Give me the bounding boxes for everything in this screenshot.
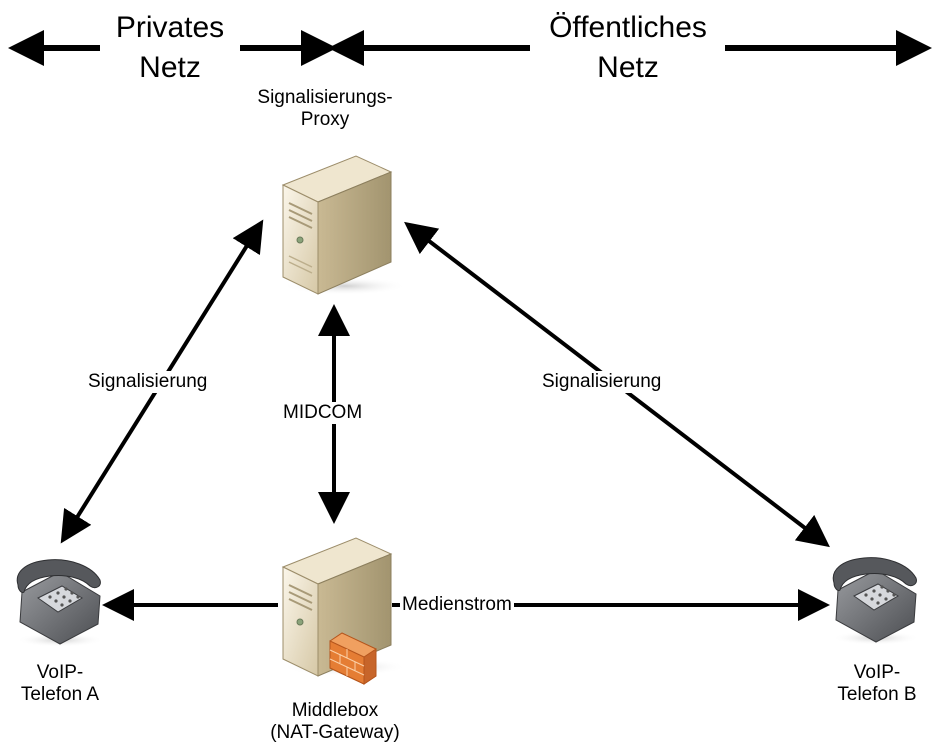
signaling-b-label: Signalisierung bbox=[540, 371, 664, 394]
private-network-label: Privates Netz bbox=[98, 8, 242, 88]
phone-a-label: VoIP- Telefon A bbox=[2, 662, 118, 707]
phone-b-icon bbox=[832, 557, 920, 645]
middlebox-label-line1: Middlebox bbox=[291, 700, 379, 721]
public-network-label: Öffentliches Netz bbox=[530, 8, 726, 88]
phone-a-label-line2: Telefon A bbox=[20, 684, 100, 706]
middlebox-label: Middlebox (NAT-Gateway) bbox=[240, 700, 430, 745]
phone-b-label-line2: Telefon B bbox=[837, 684, 917, 706]
middlebox-label-line2: (NAT-Gateway) bbox=[270, 722, 400, 744]
proxy-label-line2: Proxy bbox=[300, 109, 350, 131]
signaling-a-label: Signalisierung bbox=[86, 371, 210, 394]
phone-a-icon bbox=[16, 559, 104, 647]
public-network-label-line1: Öffentliches bbox=[549, 11, 707, 44]
firewall-icon bbox=[329, 632, 377, 685]
midcom-label: MIDCOM bbox=[281, 402, 365, 425]
phone-a-label-line1: VoIP- bbox=[36, 662, 84, 683]
proxy-label-line1: Signalisierungs- bbox=[257, 87, 393, 108]
proxy-label: Signalisierungs- Proxy bbox=[230, 87, 420, 132]
private-network-label-line1: Privates bbox=[115, 11, 225, 44]
phone-b-label: VoIP- Telefon B bbox=[820, 662, 934, 707]
media-stream-label: Medienstrom bbox=[400, 594, 514, 617]
connections bbox=[60, 219, 830, 621]
phone-b-label-line1: VoIP- bbox=[853, 662, 901, 683]
public-network-label-line2: Netz bbox=[597, 51, 659, 84]
proxy-server-icon bbox=[281, 155, 407, 295]
private-network-label-line2: Netz bbox=[139, 51, 201, 84]
